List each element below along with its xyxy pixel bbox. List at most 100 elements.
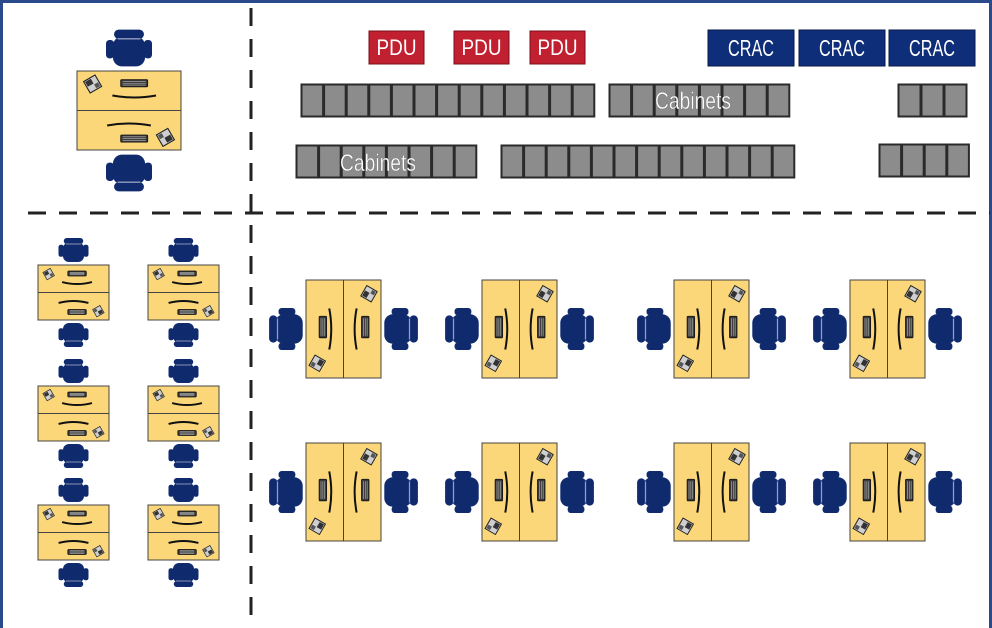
phone-body [82, 74, 103, 94]
pdu-box [368, 30, 425, 65]
phone-keys [906, 290, 914, 299]
cabinet [676, 83, 700, 118]
monitor-icon [67, 549, 87, 555]
chair-back [63, 238, 84, 244]
chair-arm [567, 342, 585, 350]
cabinet [946, 143, 970, 178]
desk-phone-icon [152, 267, 165, 281]
chair-arm [935, 471, 953, 479]
keyboard [504, 308, 509, 350]
office-chair-icon [58, 238, 89, 262]
chair-arm [168, 484, 174, 497]
cabinet [923, 143, 948, 178]
pdu-label: PDU [462, 35, 502, 60]
cabinet [608, 83, 633, 118]
chair-arm [935, 505, 953, 513]
monitor-icon [537, 478, 546, 502]
chair-back [409, 315, 418, 343]
cabinet [943, 83, 968, 118]
pdu-box [529, 30, 586, 65]
cabinet [300, 83, 325, 118]
chair-seat [112, 154, 146, 185]
desk-phone-icon [728, 447, 746, 466]
chair-arm [83, 484, 89, 497]
crac-box [707, 29, 795, 67]
chair-seat [643, 314, 671, 344]
office-chair-icon [168, 359, 199, 383]
phone-keys [164, 134, 173, 143]
phone-keys [684, 521, 693, 530]
chair-arm [759, 505, 777, 513]
phone-handset [914, 452, 920, 459]
monitor-icon [686, 315, 696, 339]
phone-keys [316, 358, 325, 367]
chair-arm [168, 365, 174, 378]
chair-arm [58, 449, 64, 462]
chair-arm [278, 342, 296, 350]
office-chair-icon [58, 323, 89, 347]
phone-keys [207, 549, 214, 555]
desk-phone-icon [676, 517, 695, 536]
chair-arm [391, 471, 409, 479]
phone-keys [730, 290, 738, 299]
phone-keys [362, 290, 370, 299]
phone-handset [203, 308, 208, 313]
desk-phone-icon [92, 425, 105, 439]
monitor-icon [120, 79, 149, 88]
office-chair-icon [58, 444, 89, 468]
chair-seat [560, 477, 588, 507]
monitor-icon [537, 315, 546, 339]
phone-keys [362, 453, 370, 462]
chair-arm [278, 471, 296, 479]
chair-arm [278, 505, 296, 513]
office-chair-icon [106, 154, 152, 192]
chair-seat [63, 363, 84, 383]
chair-arm [822, 342, 840, 350]
chair-back [173, 478, 194, 484]
desk-phone-icon [360, 447, 378, 466]
cabinet [431, 144, 455, 179]
chair-seat [384, 477, 412, 507]
chair-back [777, 315, 786, 343]
phone-handset [93, 308, 98, 313]
chair-seat [819, 477, 847, 507]
cabinet-row [500, 144, 796, 179]
cabinet [545, 144, 570, 179]
desk-phone-icon [536, 284, 554, 303]
keyboard [353, 471, 358, 513]
cabinet [413, 83, 438, 118]
cabinet [658, 144, 683, 179]
cabinet [549, 83, 573, 118]
desk-phone-icon [904, 447, 922, 466]
monitor-icon [318, 315, 328, 339]
chair-arm [391, 308, 409, 316]
phone-keys [730, 453, 738, 462]
chair-arm [83, 449, 89, 462]
keyboard [721, 471, 726, 513]
monitor-icon [177, 309, 197, 315]
office-chair-icon [813, 308, 847, 350]
chair-arm [106, 39, 115, 59]
cabinet-row [878, 143, 970, 178]
desk-phone-icon [42, 507, 55, 521]
chair-arm [454, 308, 472, 316]
phone-handset [738, 289, 744, 296]
chair-seat [451, 314, 479, 344]
desk-phone-icon [536, 447, 554, 466]
monitor-icon [862, 478, 872, 502]
chair-arm [83, 568, 89, 581]
phone-handset [203, 429, 208, 434]
cabinet [636, 144, 660, 179]
chair-arm [193, 568, 199, 581]
monitor-icon [494, 478, 504, 502]
phone-handset [49, 512, 54, 517]
keyboard [721, 308, 726, 350]
desk-phone-icon [42, 388, 55, 402]
office-chair-icon [752, 471, 786, 513]
monitor-icon [318, 478, 328, 502]
office-chair-icon [269, 471, 303, 513]
chair-arm [822, 471, 840, 479]
chair-arm [193, 365, 199, 378]
monitor-icon [177, 391, 197, 398]
cabinet-rows [295, 83, 970, 179]
